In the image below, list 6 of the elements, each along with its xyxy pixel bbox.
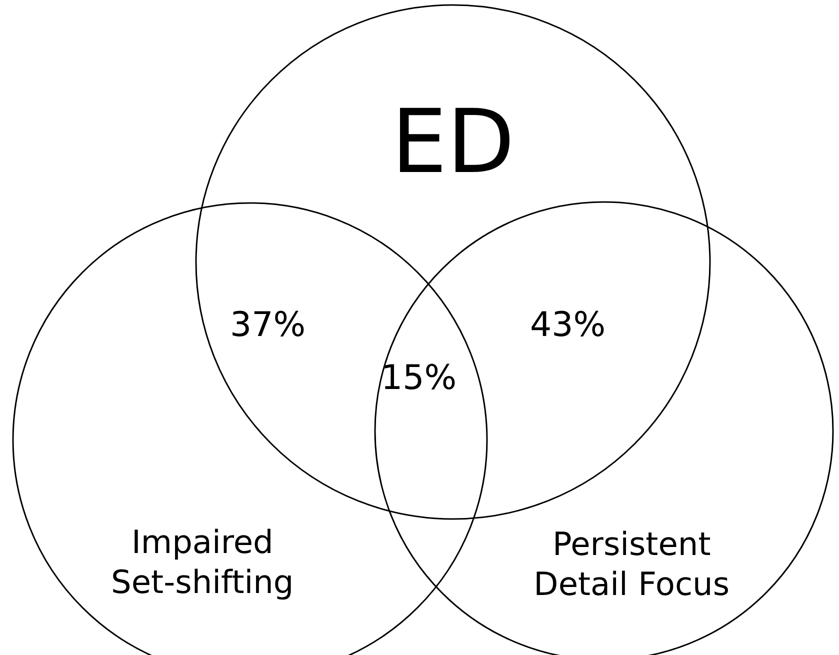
percentage-label: 15%: [381, 358, 457, 398]
percentage-label: 43%: [530, 305, 606, 345]
set-label: ED: [390, 88, 516, 195]
set-label: Impaired Set-shifting: [110, 522, 295, 602]
percentage-label: 37%: [230, 305, 306, 345]
set-label: Persistent Detail Focus: [532, 524, 730, 604]
